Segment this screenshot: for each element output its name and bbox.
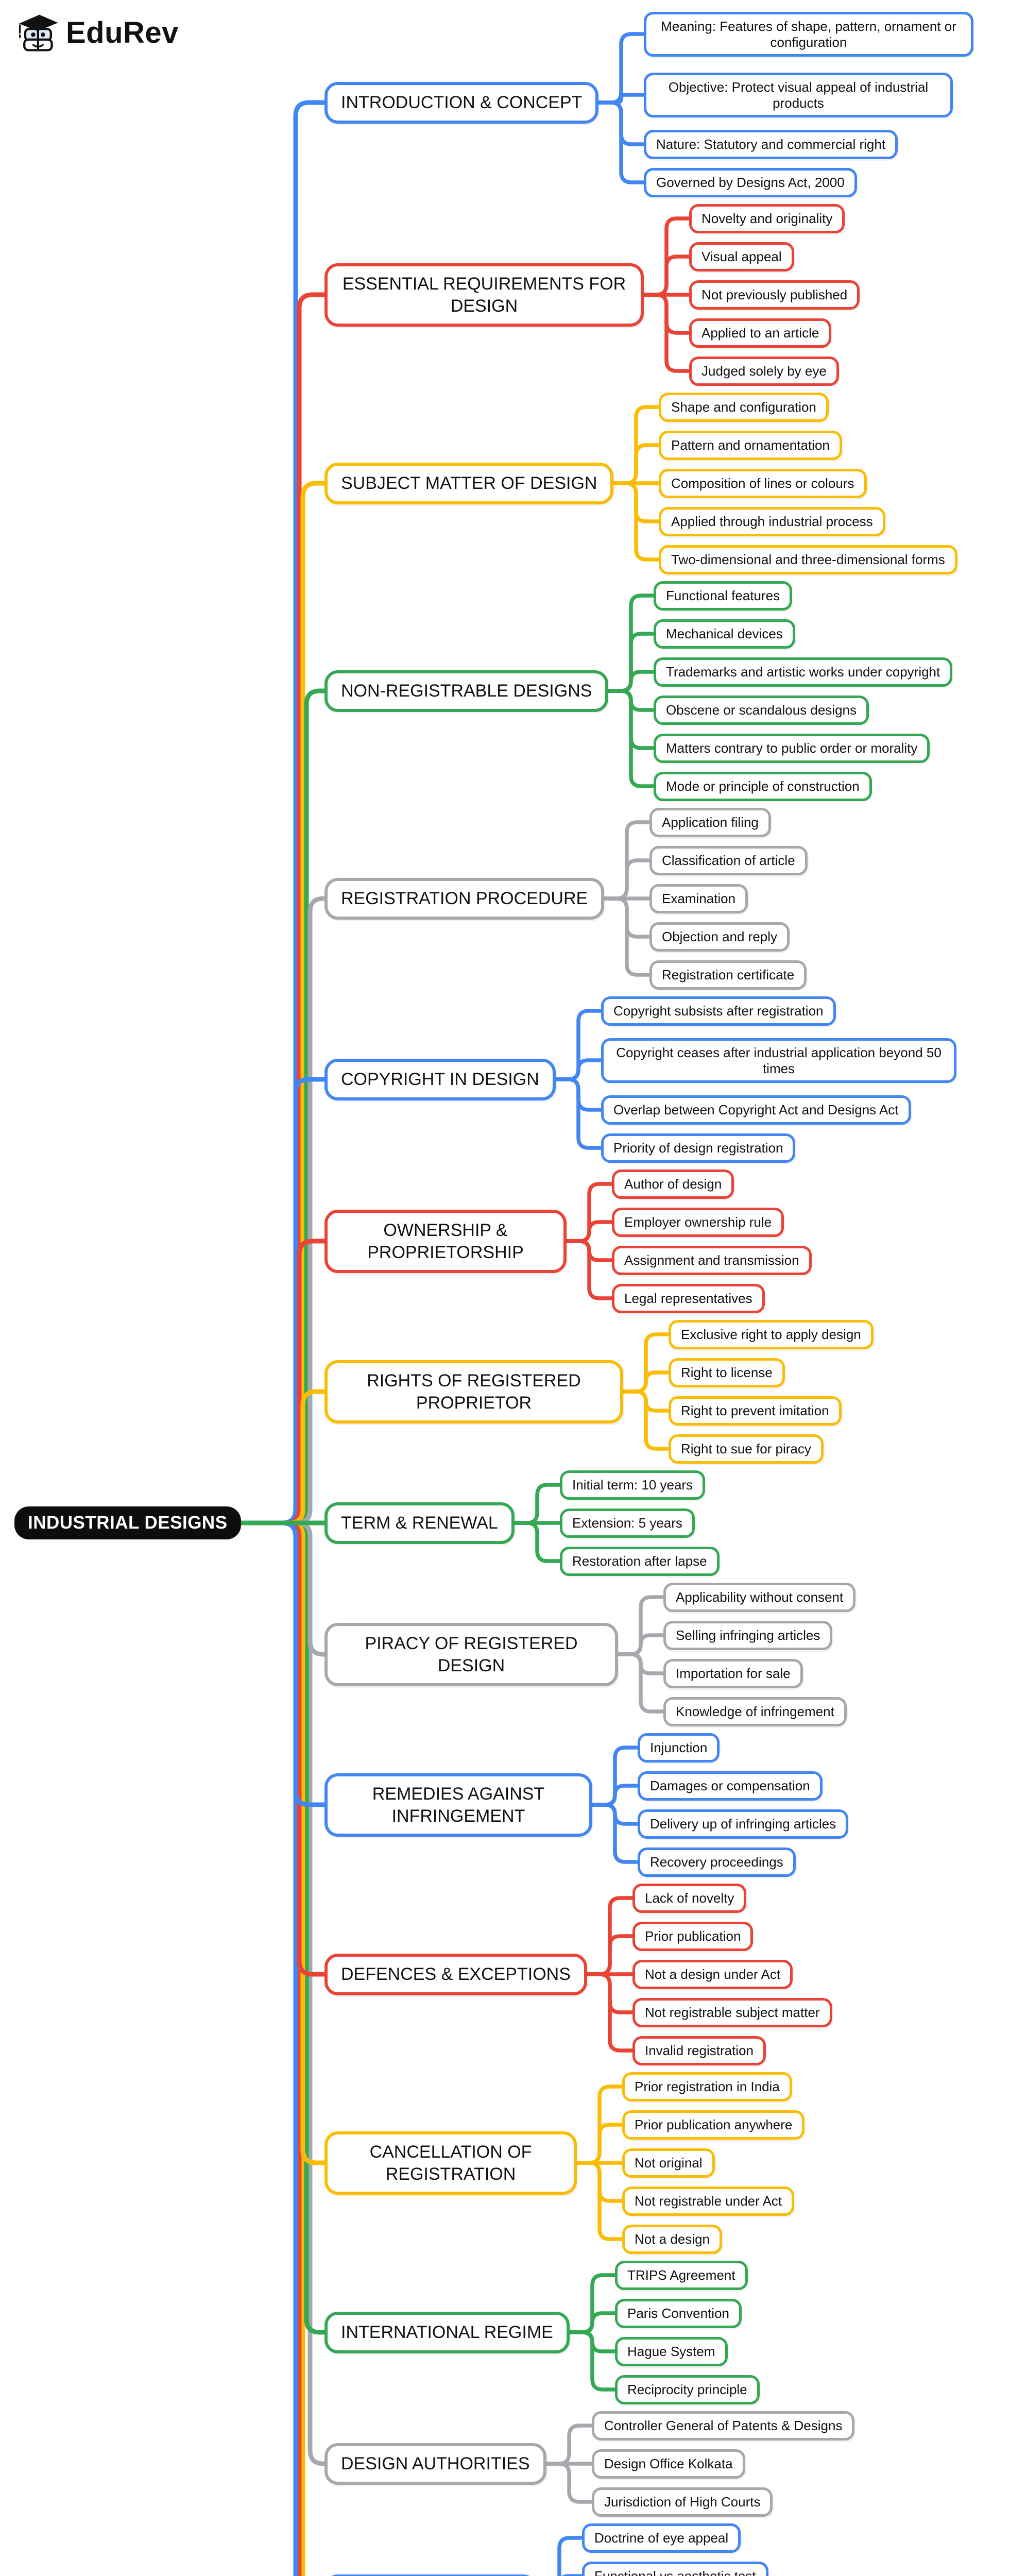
subtopic-node: Two-dimensional and three-dimensional fo… bbox=[659, 545, 957, 574]
subtopic-node: Recovery proceedings bbox=[638, 1848, 796, 1877]
subtopic-node: Hague System bbox=[615, 2337, 728, 2366]
subtopic-node: Objective: Protect visual appeal of indu… bbox=[644, 73, 953, 118]
subtopic-node: Shape and configuration bbox=[659, 393, 829, 422]
subtopic-node: Delivery up of infringing articles bbox=[638, 1809, 849, 1839]
subtopic-node: Classification of article bbox=[649, 846, 808, 875]
subtopic-node: Application filing bbox=[649, 808, 771, 837]
subtopic-node: Examination bbox=[649, 884, 748, 913]
subtopic-node: Obscene or scandalous designs bbox=[654, 696, 869, 725]
topic-node: NON-REGISTRABLE DESIGNS bbox=[324, 670, 609, 712]
subtopic-node: Extension: 5 years bbox=[560, 1509, 695, 1538]
edurev-logo-text: EduRev bbox=[66, 15, 179, 49]
subtopic-node: Design Office Kolkata bbox=[592, 2449, 745, 2479]
subtopic-node: Jurisdiction of High Courts bbox=[592, 2487, 773, 2517]
subtopic-node: Right to sue for piracy bbox=[669, 1434, 824, 1464]
subtopic-node: Assignment and transmission bbox=[612, 1246, 812, 1275]
topic-node: INTRODUCTION & CONCEPT bbox=[324, 82, 599, 124]
subtopic-node: Knowledge of infringement bbox=[663, 1697, 847, 1726]
subtopic-node: Mode or principle of construction bbox=[654, 772, 872, 801]
topic-node: REMEDIES AGAINST INFRINGEMENT bbox=[324, 1773, 592, 1837]
subtopic-node: Prior publication anywhere bbox=[622, 2110, 805, 2140]
subtopic-node: Applicability without consent bbox=[663, 1583, 856, 1612]
subtopic-node: Doctrine of eye appeal bbox=[582, 2523, 741, 2553]
subtopic-node: TRIPS Agreement bbox=[615, 2261, 748, 2290]
topic-node: ESSENTIAL REQUIREMENTS FOR DESIGN bbox=[324, 263, 644, 327]
subtopic-node: Not registrable under Act bbox=[622, 2187, 795, 2216]
subtopic-node: Registration certificate bbox=[649, 960, 807, 990]
subtopic-node: Applied to an article bbox=[689, 318, 832, 348]
subtopic-node: Author of design bbox=[612, 1170, 734, 1199]
topic-node: REGISTRATION PROCEDURE bbox=[324, 878, 605, 920]
subtopic-node: Judged solely by eye bbox=[689, 357, 839, 386]
subtopic-node: Copyright subsists after registration bbox=[601, 996, 836, 1026]
subtopic-node: Legal representatives bbox=[612, 1284, 765, 1313]
subtopic-node: Not original bbox=[622, 2148, 715, 2178]
subtopic-node: Right to license bbox=[669, 1358, 785, 1387]
subtopic-node: Copyright ceases after industrial applic… bbox=[601, 1038, 956, 1083]
subtopic-node: Reciprocity principle bbox=[615, 2375, 760, 2404]
subtopic-node: Right to prevent imitation bbox=[669, 1396, 842, 1426]
subtopic-node: Paris Convention bbox=[615, 2299, 742, 2328]
subtopic-node: Not previously published bbox=[689, 280, 860, 310]
topic-node: DEFENCES & EXCEPTIONS bbox=[324, 1954, 587, 1995]
subtopic-node: Not registrable subject matter bbox=[632, 1998, 832, 2027]
subtopic-node: Mechanical devices bbox=[654, 619, 795, 649]
subtopic-node: Prior registration in India bbox=[622, 2072, 792, 2102]
subtopic-node: Pattern and ornamentation bbox=[659, 431, 842, 460]
topic-node: DESIGN AUTHORITIES bbox=[324, 2443, 546, 2485]
topic-node: OWNERSHIP & PROPRIETORSHIP bbox=[324, 1210, 567, 1273]
subtopic-node: Restoration after lapse bbox=[560, 1547, 720, 1576]
subtopic-node: Exclusive right to apply design bbox=[669, 1320, 874, 1349]
subtopic-node: Overlap between Copyright Act and Design… bbox=[601, 1095, 911, 1125]
edurev-logo-icon bbox=[19, 14, 58, 52]
subtopic-node: Prior publication bbox=[632, 1922, 754, 1951]
subtopic-node: Injunction bbox=[638, 1733, 720, 1762]
subtopic-node: Invalid registration bbox=[632, 2036, 766, 2065]
subtopic-node: Objection and reply bbox=[649, 922, 790, 952]
subtopic-node: Matters contrary to public order or mora… bbox=[654, 734, 930, 763]
subtopic-node: Lack of novelty bbox=[632, 1884, 747, 1913]
subtopic-node: Governed by Designs Act, 2000 bbox=[644, 168, 857, 197]
subtopic-node: Visual appeal bbox=[689, 242, 794, 272]
subtopic-node: Initial term: 10 years bbox=[560, 1470, 706, 1500]
subtopic-node: Not a design under Act bbox=[632, 1960, 793, 1989]
subtopic-node: Nature: Statutory and commercial right bbox=[644, 130, 898, 159]
subtopic-node: Functional vs aesthetic test bbox=[582, 2562, 768, 2576]
edurev-logo: EduRev bbox=[15, 10, 179, 55]
central-topic: INDUSTRIAL DESIGNS bbox=[14, 1506, 241, 1539]
topic-node: TERM & RENEWAL bbox=[324, 1502, 515, 1544]
subtopic-node: Selling infringing articles bbox=[663, 1621, 833, 1650]
subtopic-node: Not a design bbox=[622, 2225, 722, 2254]
topic-node: PIRACY OF REGISTERED DESIGN bbox=[324, 1623, 618, 1686]
topic-node: COPYRIGHT IN DESIGN bbox=[324, 1059, 556, 1100]
subtopic-node: Meaning: Features of shape, pattern, orn… bbox=[644, 12, 973, 57]
subtopic-node: Functional features bbox=[654, 581, 793, 611]
topic-node: CANCELLATION OF REGISTRATION bbox=[324, 2131, 577, 2195]
topic-node: SUBJECT MATTER OF DESIGN bbox=[324, 463, 614, 504]
topic-node: INTERNATIONAL REGIME bbox=[324, 2312, 570, 2353]
subtopic-node: Damages or compensation bbox=[638, 1771, 823, 1801]
subtopic-node: Novelty and originality bbox=[689, 204, 845, 233]
topic-node: RIGHTS OF REGISTERED PROPRIETOR bbox=[324, 1360, 623, 1423]
subtopic-node: Employer ownership rule bbox=[612, 1208, 784, 1237]
subtopic-node: Importation for sale bbox=[663, 1659, 803, 1688]
subtopic-node: Trademarks and artistic works under copy… bbox=[654, 657, 953, 687]
subtopic-node: Priority of design registration bbox=[601, 1133, 796, 1163]
subtopic-node: Composition of lines or colours bbox=[659, 469, 867, 498]
subtopic-node: Applied through industrial process bbox=[659, 507, 885, 536]
subtopic-node: Controller General of Patents & Designs bbox=[592, 2411, 855, 2441]
